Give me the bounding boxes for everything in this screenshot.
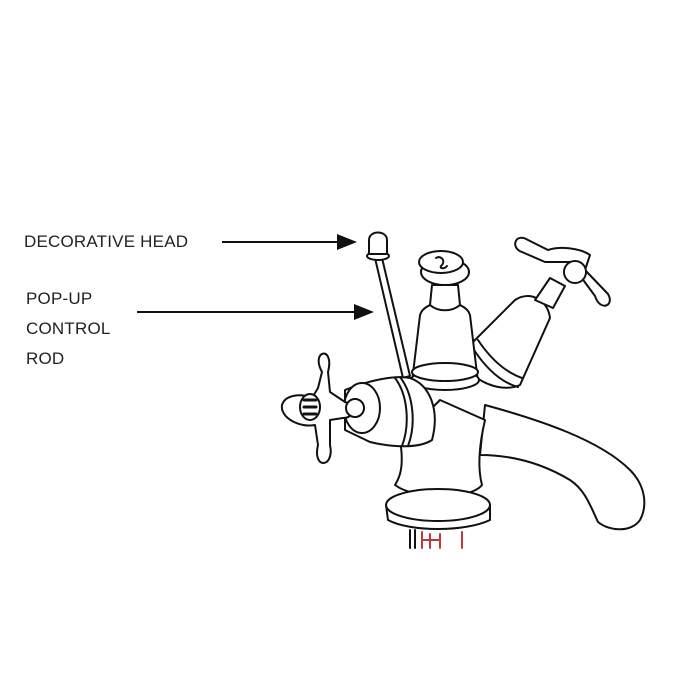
faucet-base [385,488,491,522]
right-cross-handle-icon [514,236,611,307]
left-handle-assembly [280,352,436,464]
red-connector-lines [421,531,463,549]
center-knob-assembly [410,250,480,391]
popup-rod-label-line2: CONTROL [26,319,111,338]
right-handle-assembly [469,236,611,389]
popup-rod-label-line1: POP-UP [26,289,93,308]
popup-control-rod [366,231,411,379]
decorative-head-label: DECORATIVE HEAD [24,232,189,251]
decorative-head [368,231,388,255]
spout [479,404,646,531]
popup-rod-label-line3: ROD [26,349,65,368]
